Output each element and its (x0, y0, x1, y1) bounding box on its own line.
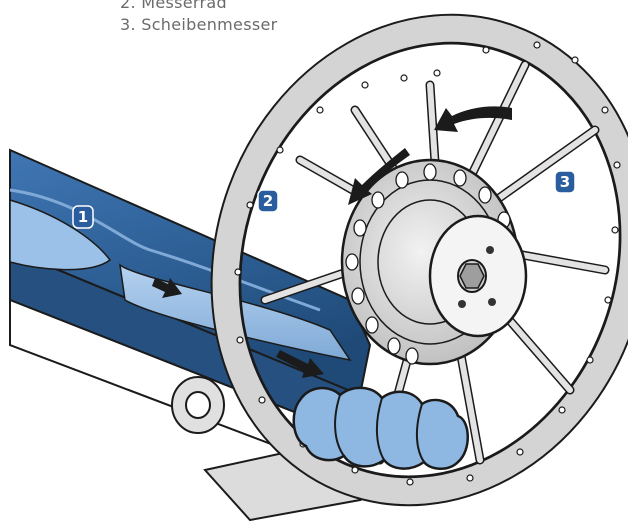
rotation-arrow-icon (348, 106, 512, 205)
svg-text:2: 2 (263, 192, 273, 210)
badge-conveyor: 1 (72, 205, 94, 229)
belt-roller (171, 376, 225, 434)
svg-text:1: 1 (78, 208, 88, 226)
badge-disc-knife: 3 (554, 170, 576, 194)
legend: 2. Messerrad 3. Scheibenmesser (120, 0, 278, 36)
hub-teeth (345, 163, 511, 365)
sliced-product (292, 386, 469, 470)
legend-item-disc-knife: 3. Scheibenmesser (120, 15, 278, 34)
svg-text:3: 3 (560, 173, 570, 191)
legend-item-knife-wheel: 2. Messerrad (120, 0, 227, 12)
hub-center (428, 214, 528, 338)
conveyor-belt (9, 148, 372, 457)
badge-knife-wheel: 2 (257, 189, 279, 213)
feed-arrow-icon (152, 278, 324, 378)
